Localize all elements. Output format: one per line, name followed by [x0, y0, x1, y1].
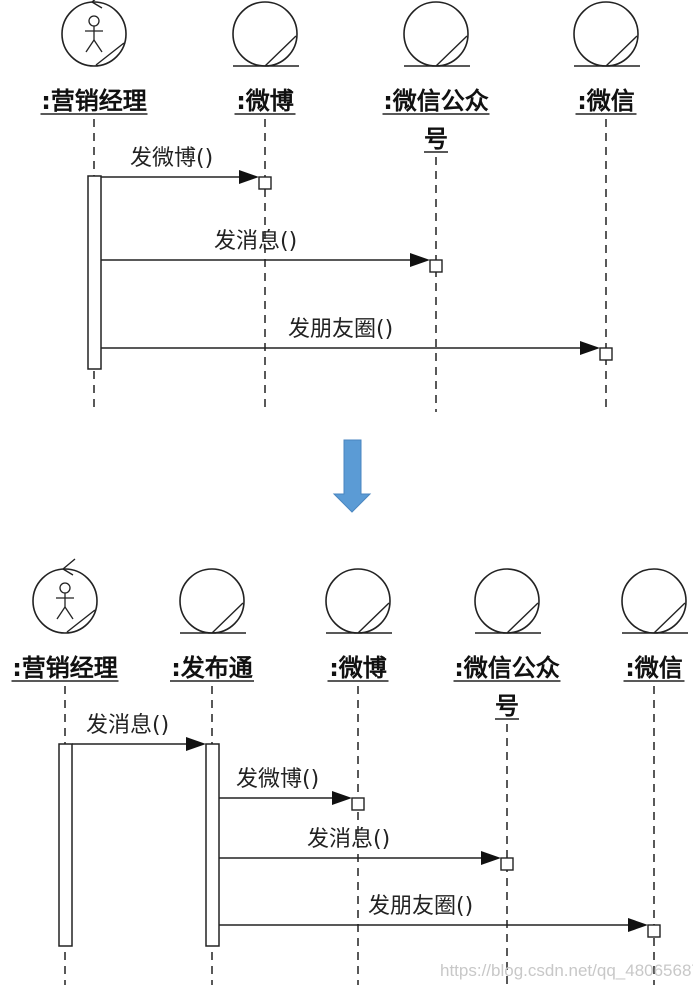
object-label: :微博 — [236, 87, 294, 115]
object-label-line2: 号 — [495, 692, 519, 720]
actor-leg — [56, 606, 66, 620]
message-label: 发微博() — [236, 767, 319, 792]
message: 发消息() — [219, 827, 514, 871]
message-arrowhead-icon — [410, 253, 430, 267]
lifeline-object: :微信 — [573, 1, 640, 412]
actor-leg — [93, 39, 103, 53]
down-arrow-icon — [332, 439, 372, 513]
entity-circle-icon — [403, 1, 469, 67]
message: 发朋友圈() — [101, 317, 613, 361]
message-arrowhead-icon — [186, 737, 206, 751]
watermark: https://blog.csdn.net/qq_48065687 — [440, 961, 693, 980]
target-activation-box — [258, 176, 272, 190]
message-arrowhead-icon — [580, 341, 600, 355]
entity-chord — [653, 602, 686, 634]
message-label: 发朋友圈() — [368, 894, 473, 919]
entity-chord — [211, 602, 244, 634]
target-activation-box — [500, 857, 514, 871]
message-arrowhead-icon — [628, 918, 648, 932]
control-hook-icon — [62, 558, 76, 576]
object-label: :微博 — [329, 654, 387, 682]
entity-chord — [95, 42, 125, 66]
message-arrowhead-icon — [481, 851, 501, 865]
lifeline-object: :发布通 — [170, 568, 254, 985]
message-label: 发微博() — [130, 146, 213, 171]
entity-circle-icon — [232, 1, 298, 67]
entity-circle-icon — [621, 568, 687, 634]
actor-head — [88, 15, 100, 27]
entity-chord — [605, 35, 638, 67]
actor-head — [59, 582, 71, 594]
activation-bar — [205, 743, 220, 947]
entity-circle-icon — [179, 568, 245, 634]
lifeline-object: :微博 — [232, 1, 299, 412]
message-arrowhead-icon — [332, 791, 352, 805]
message-arrowhead-icon — [239, 170, 259, 184]
entity-circle-icon — [573, 1, 639, 67]
object-label: :发布通 — [171, 654, 253, 682]
transition-arrow — [332, 439, 372, 513]
target-activation-box — [647, 924, 661, 938]
target-activation-box — [351, 797, 365, 811]
message: 发微博() — [219, 767, 365, 811]
entity-circle-icon — [325, 568, 391, 634]
actor-circle — [61, 1, 127, 67]
object-label: :微信公众 — [383, 87, 489, 115]
object-label: :营销经理 — [12, 654, 118, 682]
entity-chord — [66, 609, 96, 633]
lifeline-object: :营销经理 — [11, 558, 119, 985]
entity-circle-icon — [474, 568, 540, 634]
activation-bar — [58, 743, 73, 947]
target-activation-box — [599, 347, 613, 361]
message-label: 发消息() — [86, 713, 169, 738]
actor-leg — [85, 39, 95, 53]
control-hook-icon — [91, 0, 103, 9]
entity-chord — [435, 35, 468, 67]
entity-chord — [264, 35, 297, 67]
entity-chord — [506, 602, 539, 634]
actor-circle — [32, 568, 98, 634]
lifeline-object: :微信 — [621, 568, 688, 985]
object-label-line2: 号 — [424, 125, 448, 153]
target-activation-box — [429, 259, 443, 273]
message: 发朋友圈() — [219, 894, 661, 938]
activation-bar — [87, 175, 102, 370]
object-label: :微信 — [625, 654, 683, 682]
message: 发微博() — [101, 146, 272, 190]
object-label: :微信公众 — [454, 654, 560, 682]
message-label: 发消息() — [307, 827, 390, 852]
message: 发消息() — [101, 229, 443, 273]
object-label: :营销经理 — [41, 87, 147, 115]
message-label: 发消息() — [214, 229, 297, 254]
lifeline-object: :微博 — [325, 568, 392, 985]
entity-chord — [357, 602, 390, 634]
message-label: 发朋友圈() — [288, 317, 393, 342]
actor-leg — [64, 606, 74, 620]
object-label: :微信 — [577, 87, 635, 115]
message: 发消息() — [72, 713, 206, 751]
